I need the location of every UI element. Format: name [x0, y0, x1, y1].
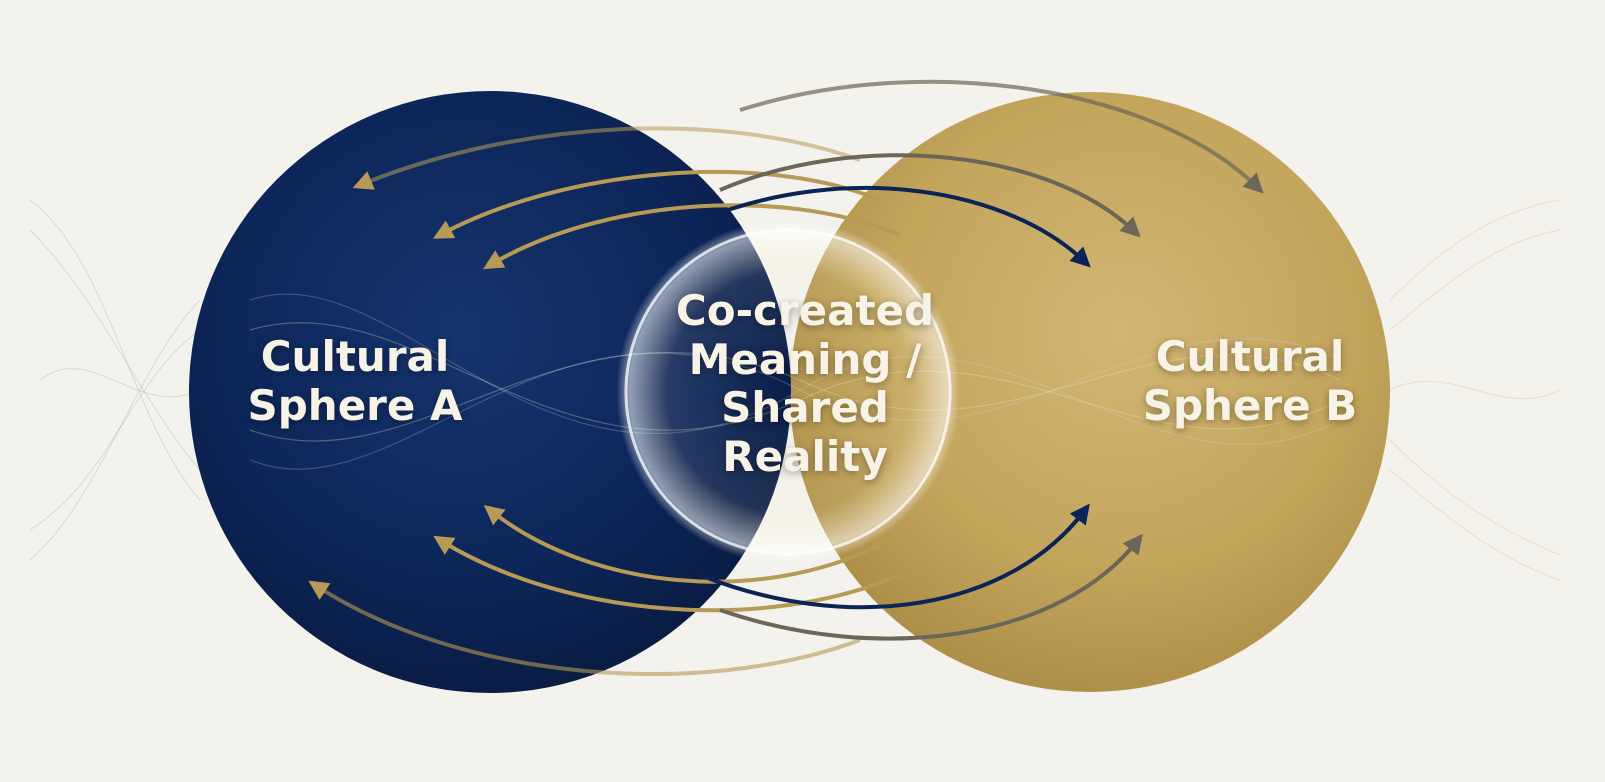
center-label-line2: Meaning /	[688, 334, 922, 384]
right-wave-lines	[1389, 199, 1561, 581]
arrow-top-right-1	[719, 153, 1141, 238]
sphere-a-label-line2: Sphere A	[247, 380, 463, 430]
arrow-bottom-right-2	[719, 533, 1143, 641]
center-label-line3: Shared	[721, 383, 889, 433]
arrow-top-right-3	[739, 79, 1264, 194]
arrow-top-left-3	[352, 126, 861, 190]
upper-left-arrows	[352, 126, 901, 270]
center-glow	[616, 220, 960, 564]
arrow-top-left-1	[432, 170, 881, 239]
left-wave-lines	[29, 199, 201, 561]
sphere-b-label-line1: Cultural	[1155, 332, 1345, 381]
arrow-top-right-2	[699, 185, 1091, 268]
sphere-b-label-line2: Sphere B	[1142, 380, 1358, 430]
sphere-b-label: Cultural Sphere B	[1125, 332, 1375, 430]
arrow-bottom-left-1	[433, 535, 901, 613]
sphere-b-circle	[790, 92, 1390, 692]
arrow-bottom-left-3	[308, 580, 861, 676]
sphere-a-label: Cultural Sphere A	[230, 332, 480, 430]
upper-right-arrows	[699, 79, 1264, 268]
sphere-a-label-line1: Cultural	[260, 332, 450, 381]
arrow-top-left-2	[483, 203, 901, 270]
lower-left-arrows	[308, 505, 901, 676]
arrow-bottom-left-2	[483, 505, 881, 584]
lower-right-arrows	[699, 503, 1143, 641]
center-ring	[624, 228, 952, 556]
center-label-line1: Co-created	[675, 286, 935, 335]
sphere-a-circle	[189, 91, 791, 693]
center-label-line4: Reality	[722, 432, 888, 482]
arrow-bottom-right-1	[699, 503, 1090, 610]
center-label: Co-created Meaning / Shared Reality	[648, 286, 962, 482]
